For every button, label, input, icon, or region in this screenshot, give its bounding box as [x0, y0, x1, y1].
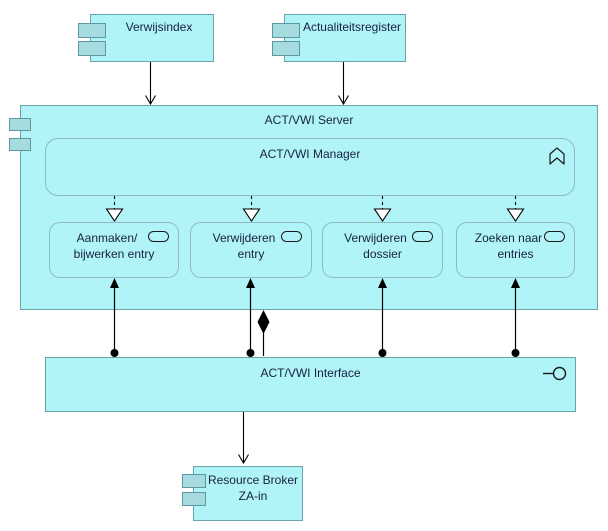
function-label: ACT/VWI Manager [259, 147, 361, 161]
service-verwijderen-dossier[interactable]: Verwijderen dossier [322, 222, 443, 278]
application-service-icon [544, 231, 565, 242]
component-icon [182, 492, 206, 506]
component-act-vwi-server[interactable]: ACT/VWI Server [9, 105, 598, 310]
application-service-icon [281, 231, 302, 242]
service-verwijderen-entry[interactable]: Verwijderen entry [190, 222, 312, 278]
service-label-line1: Zoeken naar [474, 231, 543, 245]
component-label: Verwijsindex [125, 20, 193, 34]
component-icon [272, 41, 300, 56]
service-label-line1: Aanmaken/ [76, 231, 138, 245]
application-service-icon [412, 231, 433, 242]
service-label-line2: entry [237, 247, 265, 261]
component-verwijsindex[interactable]: Verwijsindex [78, 14, 214, 62]
component-icon [78, 23, 106, 38]
flow-connector-interface-resourcebroker[interactable] [238, 412, 249, 465]
component-label-line2: ZA-in [238, 489, 268, 503]
service-label-line2: bijwerken entry [73, 247, 155, 261]
service-label-line2: dossier [363, 247, 402, 261]
service-aanmaken-bijwerken-entry[interactable]: Aanmaken/ bijwerken entry [49, 222, 179, 278]
service-label-line2: entries [497, 247, 534, 261]
server-label: ACT/VWI Server [264, 113, 354, 127]
composition-connector-server-interface[interactable] [257, 310, 270, 356]
service-label-line1: Verwijderen [212, 231, 276, 245]
service-zoeken-naar-entries[interactable]: Zoeken naar entries [456, 222, 575, 278]
component-icon [182, 474, 206, 488]
flow-connector-actualiteitsregister-server[interactable] [338, 62, 349, 106]
application-service-icon [148, 231, 169, 242]
flow-connector-verwijsindex-server[interactable] [145, 62, 156, 106]
function-act-vwi-manager[interactable]: ACT/VWI Manager [45, 138, 575, 196]
interface-act-vwi[interactable]: ACT/VWI Interface [45, 357, 576, 412]
component-actualiteitsregister[interactable]: Actualiteitsregister [272, 14, 406, 62]
service-label-line1: Verwijderen [344, 231, 407, 245]
component-icon [9, 138, 31, 151]
component-icon [272, 23, 300, 38]
component-label: Actualiteitsregister [302, 20, 402, 34]
component-label-line1: Resource Broker [207, 473, 299, 487]
component-icon [78, 41, 106, 56]
component-resource-broker-za-in[interactable]: Resource Broker ZA-in [182, 466, 303, 521]
component-icon [9, 118, 31, 131]
interface-label: ACT/VWI Interface [260, 366, 361, 380]
